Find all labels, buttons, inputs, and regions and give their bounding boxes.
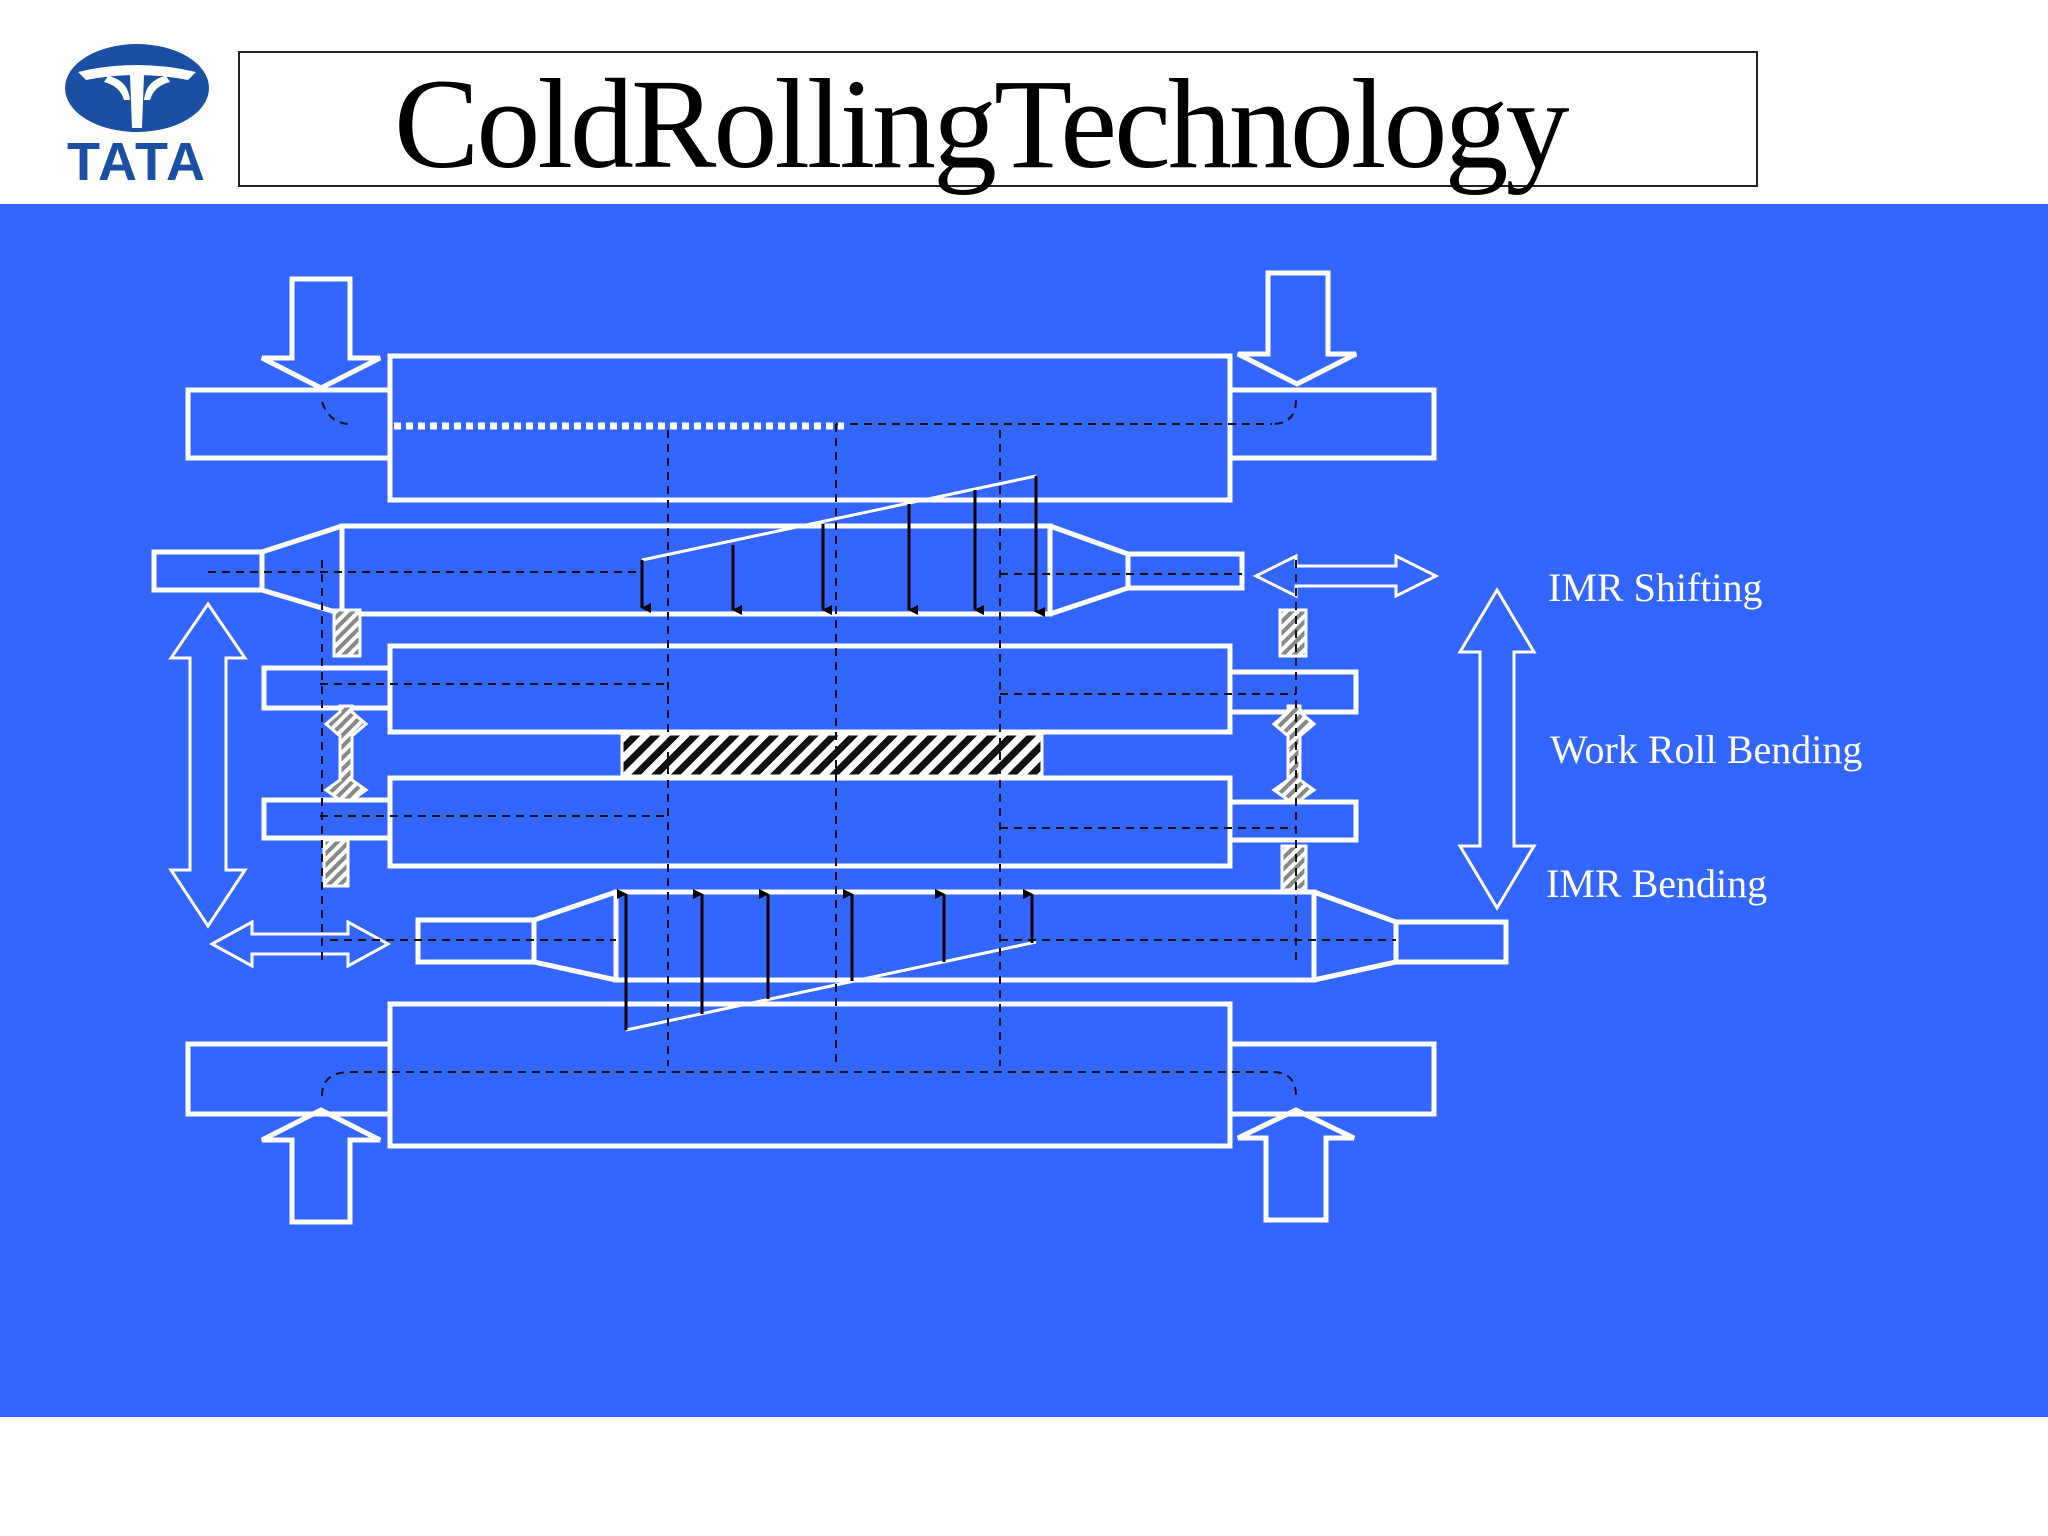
title-box: [238, 51, 1758, 187]
imr-shift-arrow-top: [1252, 553, 1440, 599]
label-work-roll-bending: Work Roll Bending: [1550, 727, 1863, 772]
label-imr-bending: IMR Bending: [1546, 861, 1768, 906]
bottom-work-roll: [387, 775, 1233, 869]
bottom-load-wedge: [625, 940, 1037, 1032]
steel-strip: [620, 732, 1044, 778]
bottom-backup-chock-right: [1227, 1041, 1437, 1117]
bending-cylinder-top-right: [1278, 608, 1308, 658]
top-work-roll: [387, 643, 1233, 735]
bottom-imr-taper-left: [531, 889, 617, 983]
force-arrow-top-right: [1236, 270, 1358, 387]
dashed-line: [321, 1071, 1297, 1097]
bending-jack-right: [1271, 704, 1317, 802]
imr-bending-arrow-left: [168, 601, 248, 929]
bottom-work-chock-left: [261, 797, 393, 841]
imr-bending-arrow-right: [1457, 587, 1537, 911]
top-imr-roll: [339, 523, 1053, 617]
top-load-wedge: [641, 474, 1037, 562]
bending-cylinder-bottom-right: [1280, 844, 1308, 892]
top-backup-chock-left: [185, 387, 393, 461]
force-arrow-bottom-right: [1236, 1107, 1356, 1223]
diagram-panel: [0, 204, 2048, 1417]
dashed-line: [321, 401, 351, 425]
top-work-chock-left: [261, 665, 393, 711]
bending-jack-left: [323, 704, 369, 802]
tata-emblem-icon: [65, 44, 209, 132]
logo-wordmark: TATA: [67, 132, 207, 192]
bottom-backup-roll: [387, 1001, 1233, 1149]
bottom-imr-roll: [613, 889, 1317, 983]
bending-cylinder-top-left: [332, 608, 362, 658]
bending-cylinder-bottom-left: [322, 838, 350, 888]
bottom-imr-neck-right: [1393, 919, 1509, 965]
imr-shift-arrow-bottom: [208, 919, 392, 969]
top-imr-taper-right: [1049, 523, 1131, 617]
page-title: ColdRollingTechnology: [394, 53, 1569, 195]
top-imr-neck-right: [1125, 551, 1245, 591]
bottom-backup-chock-left: [185, 1041, 393, 1117]
bottom-imr-taper-right: [1313, 889, 1399, 983]
dashed-line: [1271, 399, 1297, 425]
force-arrow-top-left: [260, 276, 382, 391]
label-imr-shifting: IMR Shifting: [1548, 565, 1763, 610]
bottom-work-chock-right: [1227, 799, 1359, 843]
top-imr-neck-left: [151, 549, 265, 593]
force-arrow-bottom-left: [260, 1107, 382, 1225]
top-imr-taper-left: [259, 523, 343, 617]
tata-logo: TATA: [38, 40, 236, 192]
